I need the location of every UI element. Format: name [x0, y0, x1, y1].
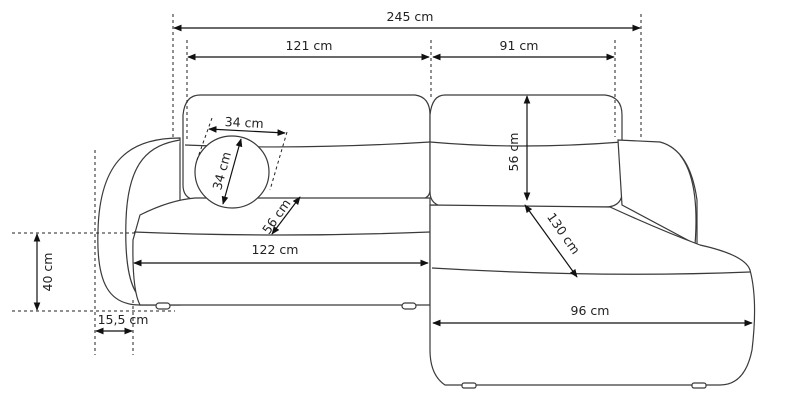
label-back-height: 56 cm	[506, 133, 521, 172]
label-chaise-width: 91 cm	[500, 38, 539, 53]
label-arm-width: 15,5 cm	[98, 312, 149, 327]
label-left-width: 121 cm	[286, 38, 333, 53]
label-pillow-width: 34 cm	[224, 114, 264, 131]
dim-line-seat-depth	[271, 196, 301, 235]
sofa-drawing	[97, 94, 756, 389]
guide-lines	[12, 14, 642, 355]
right-back-cushion	[429, 94, 623, 208]
dim-line-chaise-length	[524, 204, 578, 278]
dim-line-pillow-width	[208, 126, 286, 136]
label-seat-width: 122 cm	[252, 242, 299, 257]
label-chaise-seat-width: 96 cm	[571, 303, 610, 318]
label-total-width: 245 cm	[387, 9, 434, 24]
chaise-seat	[429, 204, 756, 386]
dim-line-pillow-height	[221, 138, 243, 205]
left-seat	[132, 197, 431, 306]
label-seat-height: 40 cm	[40, 253, 55, 292]
